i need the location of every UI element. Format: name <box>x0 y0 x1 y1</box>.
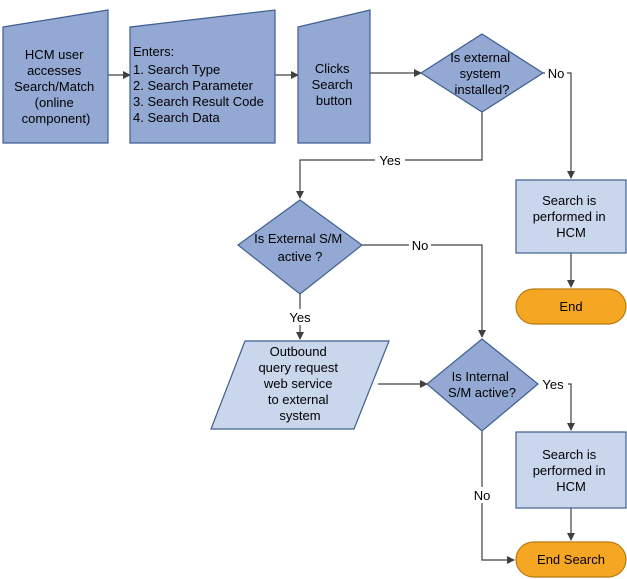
label-no-ext-active: No <box>409 237 431 253</box>
svg-text:Clicks Search butt: Clicks Search button <box>312 61 357 108</box>
process-search-performed-in-hcm-1: Search is performed in HCM <box>515 179 627 254</box>
process-search-performed-in-hcm-2: Search is performed in HCM <box>515 431 627 509</box>
node-clicks-search-button: Clicks Search button <box>297 9 371 144</box>
data-outbound-query-request: Outbound query request web service to ex… <box>210 340 390 430</box>
decision-external-system-installed: Is external system installed? <box>419 33 545 113</box>
edge-ext-active-no <box>362 244 486 338</box>
terminator-end-search: End Search <box>515 541 627 578</box>
label-yes-int-active: Yes <box>538 376 568 392</box>
node-hcm-user-accesses: HCM user accesses Search/Match (online c… <box>2 9 109 144</box>
edge-int-active-no <box>481 431 515 564</box>
svg-text:No: No <box>474 488 491 503</box>
edge-ext-installed-no <box>543 72 575 179</box>
terminator-end: End <box>515 288 627 325</box>
label-yes-ext-active: Yes <box>285 309 315 325</box>
svg-text:Enters: 1. Search Type: Enters: 1. Search Type 2. Search Paramet… <box>133 44 267 125</box>
svg-text:No: No <box>412 238 429 253</box>
svg-text:Is External S/M active ?: Is External S/M active ? <box>254 231 346 264</box>
label-no-ext-installed: No <box>545 65 567 81</box>
svg-text:End Search: End Search <box>537 552 605 567</box>
decision-internal-sm-active: Is Internal S/M active? <box>426 338 539 432</box>
decision-external-sm-active: Is External S/M active ? <box>237 199 363 295</box>
label-no-int-active: No <box>470 487 494 503</box>
svg-text:Search is performed in: Search is performed in HCM <box>533 447 610 494</box>
svg-text:Outbound query request: Outbound query request web service to ex… <box>258 344 341 423</box>
svg-text:No: No <box>548 66 565 81</box>
svg-text:HCM user accesses: HCM user accesses Search/Match (online c… <box>14 47 98 126</box>
node-enters-search-fields: Enters: 1. Search Type 2. Search Paramet… <box>129 9 276 144</box>
svg-text:Search is performed in: Search is performed in HCM <box>533 193 610 240</box>
svg-text:End: End <box>559 299 582 314</box>
svg-text:Yes: Yes <box>542 377 564 392</box>
svg-text:Is external system: Is external system installed? <box>450 50 514 97</box>
label-yes-ext-installed: Yes <box>375 152 405 168</box>
svg-text:Yes: Yes <box>379 153 401 168</box>
svg-text:Yes: Yes <box>289 310 311 325</box>
svg-text:Is Internal S/M active?: Is Internal S/M active? <box>448 369 516 400</box>
